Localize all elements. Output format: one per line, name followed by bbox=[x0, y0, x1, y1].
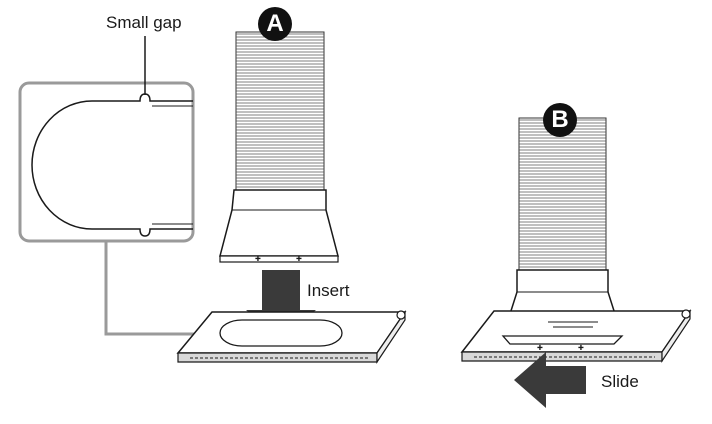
hose-a-assembly: ✚ ✚ bbox=[219, 31, 339, 263]
plate-a-knob bbox=[396, 310, 406, 320]
badge-b: B bbox=[543, 103, 577, 137]
insert-label: Insert bbox=[307, 281, 350, 300]
plate-b-slot-hint bbox=[548, 321, 598, 328]
plate-a-side bbox=[376, 310, 406, 364]
slide-label: Slide bbox=[601, 372, 639, 391]
detail-connector bbox=[104, 241, 228, 336]
plate-b-side bbox=[661, 309, 691, 363]
hose-a-clip-left: ✚ bbox=[255, 255, 261, 263]
hose-a-clip-right: ✚ bbox=[296, 255, 302, 263]
hose-b-body bbox=[518, 117, 607, 271]
plate-b-knob bbox=[681, 309, 691, 319]
slide-arrow bbox=[514, 352, 586, 408]
hose-b-assembly bbox=[501, 117, 624, 337]
plate-b-adapter-foot bbox=[501, 335, 624, 345]
small-gap-label: Small gap bbox=[106, 13, 182, 32]
hose-a-adapter bbox=[219, 189, 339, 257]
detail-frame bbox=[18, 81, 195, 243]
plate-b-clip-right: ✚ bbox=[578, 344, 584, 352]
plate-b-top bbox=[460, 310, 692, 353]
hose-b-ribs bbox=[519, 119, 606, 268]
detail-inset bbox=[18, 36, 235, 341]
window-plate-b: ✚ ✚ bbox=[460, 309, 692, 363]
detail-slot-outline bbox=[31, 93, 193, 237]
plate-b-clip-left: ✚ bbox=[537, 344, 543, 352]
detail-slot-inner bbox=[152, 105, 193, 225]
badge-a: A bbox=[258, 7, 292, 41]
hose-a-adapter-base bbox=[219, 255, 339, 263]
plate-a-slot bbox=[219, 319, 343, 347]
window-plate-a bbox=[176, 310, 407, 364]
